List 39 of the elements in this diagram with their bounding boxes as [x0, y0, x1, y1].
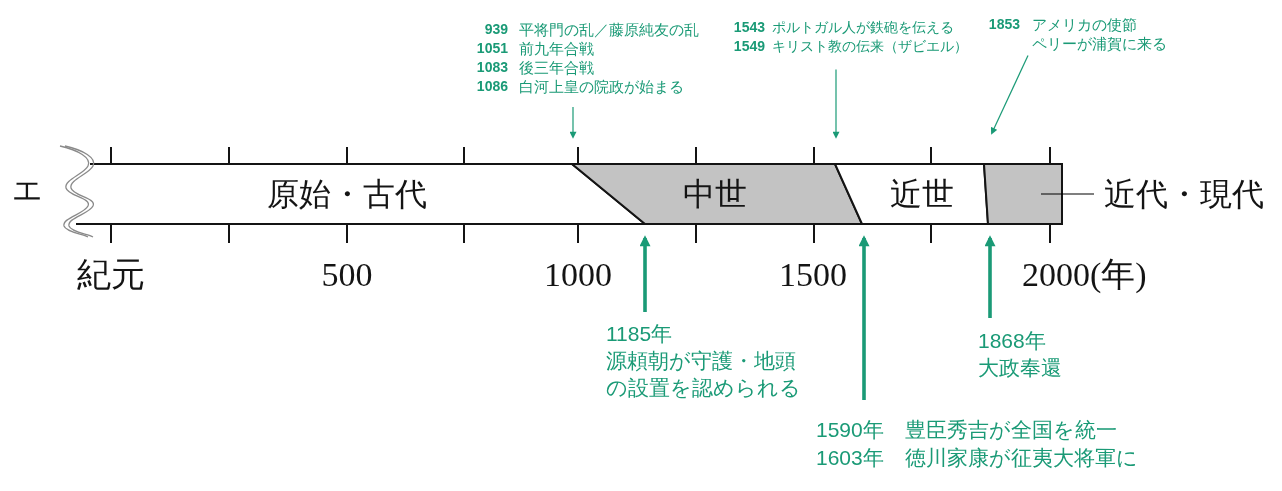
year-label: 939	[483, 20, 508, 39]
leader-line	[1040, 193, 1095, 195]
event-label: 源頼朝が守護・地頭の設置を認められる	[606, 348, 802, 401]
year-label: 1853	[987, 14, 1020, 34]
axis-label: 紀元	[77, 255, 145, 295]
year-label: 1086	[475, 77, 508, 96]
axis-label: 500	[321, 255, 373, 295]
arrow	[832, 68, 840, 139]
year-label: 1868年	[978, 327, 1047, 354]
year-label: 1549	[732, 36, 765, 56]
arrow	[639, 235, 651, 312]
event-label: 後三年合戦	[519, 58, 595, 77]
period-label: 近代・現代	[1104, 175, 1264, 214]
period-label: 中世	[683, 174, 747, 214]
event-label: 前九年合戦	[519, 39, 595, 58]
year-label: 1083	[475, 58, 508, 77]
event-label: 平将門の乱／藤原純友の乱	[519, 20, 699, 39]
year-label: 1543	[732, 17, 765, 37]
axis-label: 1500	[779, 255, 847, 295]
arrow	[569, 106, 577, 139]
year-label: 1051	[475, 39, 508, 58]
arrow	[858, 235, 870, 400]
arrow	[990, 54, 1029, 135]
axis-label: 1000	[544, 255, 612, 295]
event-label: キリスト教の伝来（ザビエル）	[772, 36, 968, 56]
event-label: 徳川家康が征夷大将軍に	[905, 445, 1138, 471]
axis-label: 2000(年)	[1022, 255, 1147, 295]
event-label: 豊臣秀吉が全国を統一	[905, 417, 1118, 443]
year-label: 1603年	[816, 445, 885, 471]
event-label: 白河上皇の院政が始まる	[519, 77, 685, 96]
period-label: 近世	[890, 174, 954, 214]
option-letter: エ	[11, 172, 43, 208]
event-label: 大政奉還	[978, 354, 1062, 381]
period-label: 原始・古代	[267, 174, 427, 214]
year-label: 1590年	[816, 417, 885, 443]
event-label: ポルトガル人が鉄砲を伝える	[772, 17, 955, 37]
arrow	[984, 235, 996, 318]
event-label: アメリカの使節ペリーが浦賀に来る	[1032, 14, 1168, 53]
year-label: 1185年	[606, 321, 674, 347]
